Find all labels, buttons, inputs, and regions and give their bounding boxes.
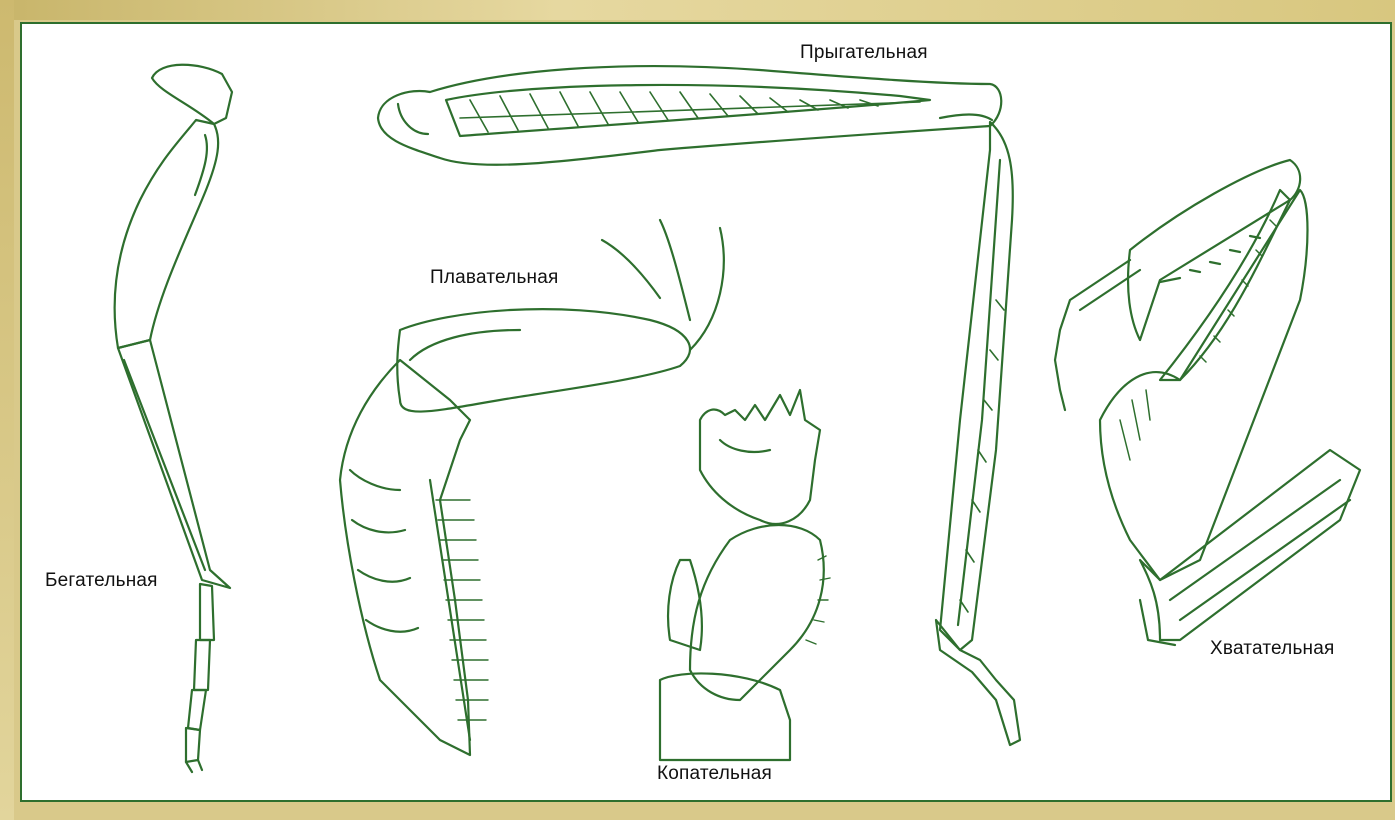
grasping-leg	[1055, 160, 1360, 645]
jumping-leg	[378, 66, 1020, 745]
swimming-leg	[340, 220, 724, 755]
digging-leg	[660, 390, 830, 760]
label-grasping-leg: Хватательная	[1210, 638, 1335, 660]
label-digging-leg: Копательная	[657, 763, 772, 785]
label-running-leg: Бегательная	[45, 570, 158, 592]
running-leg	[115, 65, 232, 772]
label-jumping-leg: Прыгательная	[800, 42, 928, 64]
label-swimming-leg: Плавательная	[430, 267, 559, 289]
